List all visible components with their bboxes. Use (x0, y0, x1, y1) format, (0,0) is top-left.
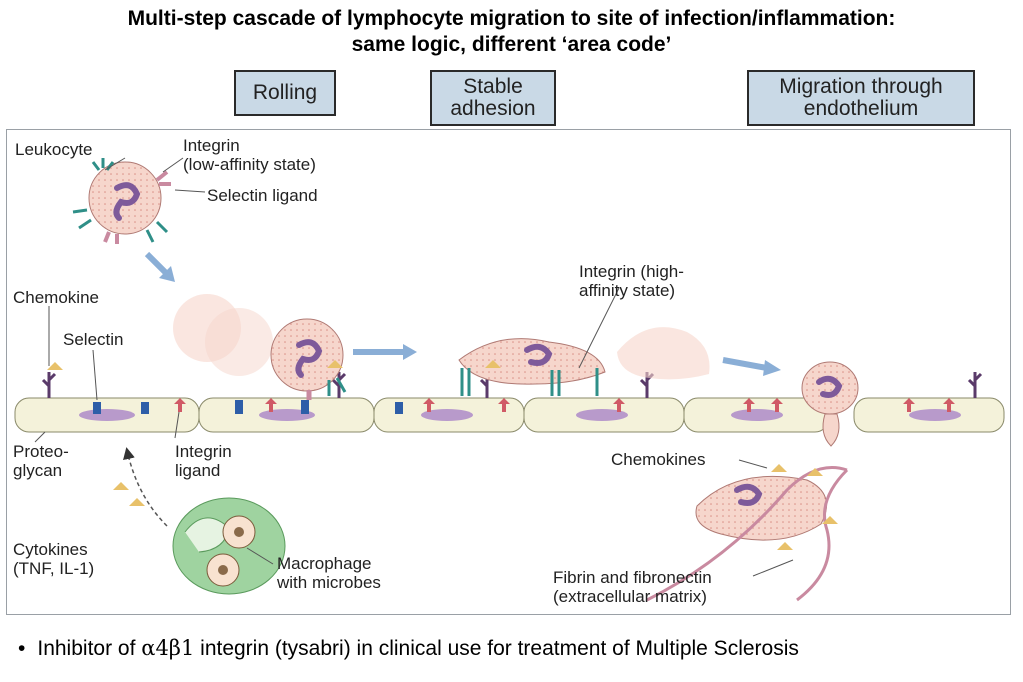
stage-stable-adhesion: Stable adhesion (430, 70, 556, 126)
stage-migration-line-1: Migration through (779, 75, 943, 98)
bullet-note: • Inhibitor of α4β1 integrin (tysabri) in… (18, 636, 799, 661)
label-cytokines: Cytokines (TNF, IL-1) (13, 540, 94, 578)
label-selectin: Selectin (63, 330, 124, 349)
stage-rolling: Rolling (234, 70, 336, 116)
label-integrin-ligand-line-1: Integrin (175, 442, 232, 461)
stage-stable-line-1: Stable (463, 75, 523, 98)
label-integrin-high-line-2: affinity state) (579, 281, 676, 300)
label-selectin-ligand: Selectin ligand (207, 186, 318, 205)
leukocyte-free (72, 158, 171, 244)
label-cytokines-line-2: (TNF, IL-1) (13, 559, 95, 578)
leukocyte-rolling (173, 294, 347, 400)
label-integrin-high: Integrin (high- affinity state) (579, 262, 684, 300)
stage-stable-line-2: adhesion (450, 97, 536, 120)
label-integrin-high-line-1: Integrin (high- (579, 262, 684, 281)
label-chemokines: Chemokines (611, 450, 706, 469)
label-integrin-ligand: Integrin ligand (175, 442, 232, 480)
surface-molecules (41, 362, 983, 414)
label-integrin-low-line-1: Integrin (183, 136, 240, 155)
title-line-1: Multi-step cascade of lymphocyte migrati… (127, 7, 896, 30)
label-integrin-low-line-2: (low-affinity state) (183, 155, 316, 174)
label-fibrin-line-2: (extracellular matrix) (553, 587, 707, 606)
label-integrin-low: Integrin (low-affinity state) (183, 136, 316, 174)
label-macrophage-line-2: with microbes (277, 573, 381, 592)
title-line-2: same logic, different ‘area code’ (351, 33, 672, 56)
bullet-dot-icon: • (18, 637, 26, 660)
label-proteoglycan-line-1: Proteo- (13, 442, 69, 461)
label-leukocyte: Leukocyte (15, 140, 93, 159)
bullet-text-post: integrin (tysabri) in clinical use for t… (194, 637, 799, 660)
cascade-diagram (14, 157, 1005, 602)
bullet-greek: α4β1 (141, 636, 195, 660)
matrix-fibers (646, 464, 849, 602)
diagram-panel: Leukocyte Integrin (low-affinity state) … (6, 129, 1011, 615)
stage-migration-line-2: endothelium (803, 97, 919, 120)
endothelium (14, 397, 1005, 433)
label-integrin-ligand-line-2: ligand (175, 461, 221, 480)
label-proteoglycan: Proteo- glycan (13, 442, 69, 480)
label-fibrin: Fibrin and fibronectin (extracellular ma… (553, 568, 712, 606)
macrophage (113, 447, 286, 595)
label-cytokines-line-1: Cytokines (13, 540, 88, 559)
flow-arrows (144, 251, 781, 376)
leukocyte-transmigrating (695, 361, 859, 541)
label-chemokine: Chemokine (13, 288, 99, 307)
label-fibrin-line-1: Fibrin and fibronectin (553, 568, 712, 587)
slide-title: Multi-step cascade of lymphocyte migrati… (0, 6, 1023, 58)
label-macrophage-line-1: Macrophage (277, 554, 372, 573)
stage-migration: Migration through endothelium (747, 70, 975, 126)
label-proteoglycan-line-2: glycan (13, 461, 63, 480)
stage-rolling-label: Rolling (252, 81, 318, 104)
leader-lines (34, 157, 794, 577)
bullet-text-pre: Inhibitor of (37, 637, 142, 660)
label-macrophage: Macrophage with microbes (277, 554, 381, 592)
leukocyte-adherent (458, 327, 710, 396)
